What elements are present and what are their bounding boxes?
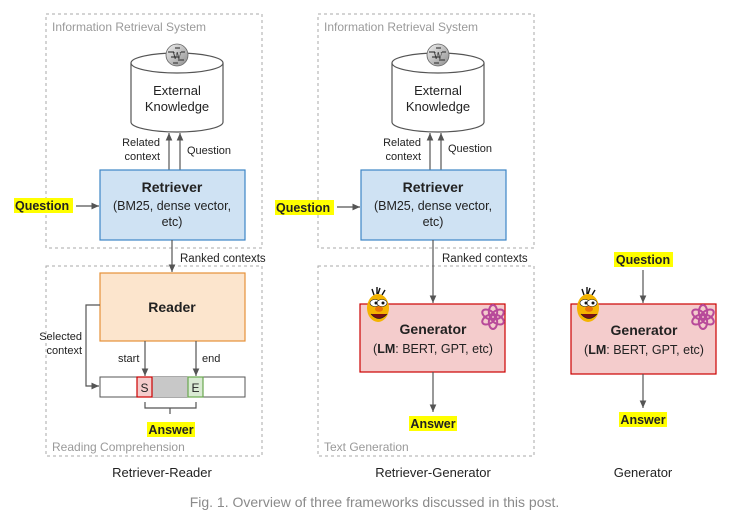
generator-title-3: Generator: [611, 322, 678, 338]
panel-caption-3: Generator: [614, 465, 673, 480]
answer-span: [152, 377, 188, 397]
reader-title: Reader: [148, 299, 196, 315]
related-context-label-2b: context: [386, 151, 421, 163]
ranked-label-1: Ranked contexts: [180, 253, 266, 265]
reading-comprehension-label: Reading Comprehension: [52, 440, 185, 454]
text-generation-box: [317, 265, 535, 457]
retriever-detail-2: (BM25, dense vector,: [374, 199, 492, 213]
end-token-label: E: [191, 381, 199, 395]
answer-label-1: Answer: [148, 423, 193, 437]
answer-brace: [144, 402, 197, 414]
knowledge-label-1b: Knowledge: [145, 99, 209, 114]
retriever-detail-1b: etc): [162, 215, 183, 229]
related-context-label-1b: context: [125, 151, 160, 163]
ranked-label-2: Ranked contexts: [442, 253, 528, 265]
bert-muppet-icon: [576, 286, 600, 323]
question-input-1: Question: [15, 199, 69, 213]
related-context-label-1: Related: [122, 137, 160, 149]
start-token: [136, 376, 153, 398]
answer-highlight-3: [619, 412, 667, 427]
text-generation-label: Text Generation: [324, 440, 409, 454]
wikipedia-globe-icon: [426, 43, 450, 67]
generator-lm-2: LM: [377, 342, 395, 356]
ir-system-label-2: Information Retrieval System: [324, 20, 478, 34]
generator-lm-3: LM: [588, 343, 606, 357]
question-up-label-1: Question: [187, 145, 231, 157]
end-token: [187, 376, 204, 398]
figure-caption: Fig. 1. Overview of three frameworks dis…: [189, 494, 560, 510]
generator-title-2: Generator: [400, 321, 467, 337]
retriever-detail-1: (BM25, dense vector,: [113, 199, 231, 213]
bert-muppet-icon: [366, 286, 390, 323]
retriever-box-1: [99, 169, 246, 241]
wikipedia-globe-icon: [165, 43, 189, 67]
retriever-title-2: Retriever: [403, 179, 464, 195]
question-input-2: Question: [276, 201, 330, 215]
question-input-highlight-1: [14, 198, 73, 213]
knowledge-label-2: External: [414, 83, 462, 98]
selected-context-label-b: context: [47, 345, 82, 357]
question-input-highlight-2: [275, 200, 334, 215]
retriever-detail-2b: etc): [423, 215, 444, 229]
generator-detail-2: (LM: BERT, GPT, etc): [373, 342, 493, 356]
ir-system-box-1: [45, 13, 263, 249]
answer-highlight-1: [147, 422, 195, 437]
question-label-3: Question: [616, 253, 670, 267]
generator-rest-2: : BERT, GPT, etc): [395, 342, 493, 356]
answer-label-2: Answer: [410, 417, 455, 431]
panel-caption-2: Retriever-Generator: [375, 465, 491, 480]
panel-caption-1: Retriever-Reader: [112, 465, 212, 480]
answer-label-3: Answer: [620, 413, 665, 427]
start-token-label: S: [140, 381, 148, 395]
start-label: start: [118, 353, 139, 365]
ir-system-label-1: Information Retrieval System: [52, 20, 206, 34]
generator-rest-3: : BERT, GPT, etc): [606, 343, 704, 357]
selected-context-label: Selected: [39, 331, 82, 343]
related-context-label-2: Related: [383, 137, 421, 149]
question-up-label-2: Question: [448, 143, 492, 155]
end-label: end: [202, 353, 220, 365]
knowledge-label-2b: Knowledge: [406, 99, 470, 114]
generator-detail-3: (LM: BERT, GPT, etc): [584, 343, 704, 357]
knowledge-label-1: External: [153, 83, 201, 98]
selected-context-arrow: [85, 304, 100, 390]
retriever-box-2: [360, 169, 507, 241]
answer-highlight-2: [409, 416, 457, 431]
ir-system-box-2: [317, 13, 535, 249]
question-highlight-3: [614, 252, 673, 267]
reading-comprehension-box: [45, 265, 263, 457]
reader-box: [99, 272, 246, 342]
retriever-title-1: Retriever: [142, 179, 203, 195]
